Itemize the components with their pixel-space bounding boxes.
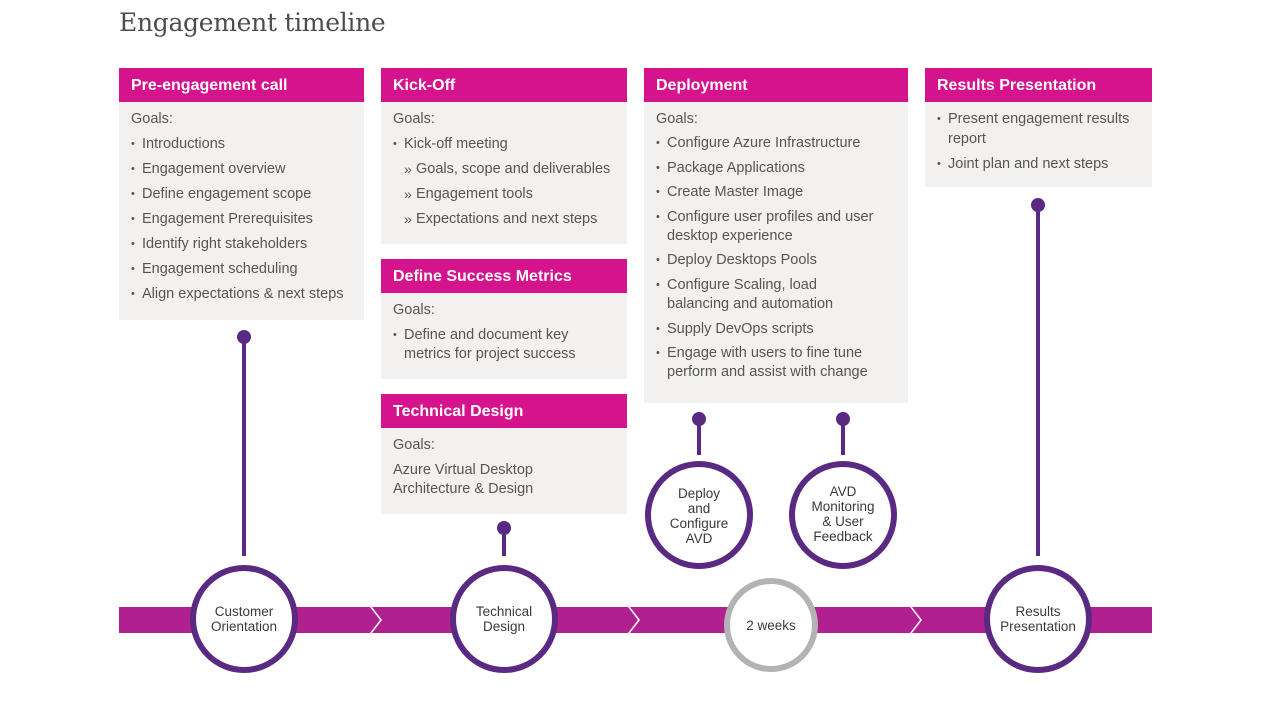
- list-item: Configure user profiles and user desktop…: [656, 208, 896, 246]
- sub-list-item: Engagement tools: [393, 185, 615, 205]
- sub-list-item: Expectations and next steps: [393, 210, 615, 230]
- goals-label: Goals:: [393, 302, 435, 318]
- list-item: Joint plan and next steps: [937, 155, 1140, 175]
- list-item: Configure Azure Infrastructure: [656, 134, 896, 153]
- node-label: Results: [1015, 604, 1060, 619]
- node-label: and: [688, 501, 711, 516]
- node-label: Deploy: [678, 486, 720, 501]
- list-item: Define and document key metrics for proj…: [393, 326, 615, 365]
- card-header-pre-engagement: Pre-engagement call: [119, 68, 364, 102]
- timeline-node-results-presentation: Results Presentation: [984, 565, 1092, 673]
- list-item: Define engagement scope: [131, 185, 352, 205]
- card-deployment: Deployment Goals: Configure Azure Infras…: [644, 68, 908, 403]
- list-item: Configure Scaling, load balancing and au…: [656, 276, 896, 314]
- timeline-band: [119, 607, 1152, 633]
- goals-label: Goals:: [656, 111, 698, 127]
- list-item: Create Master Image: [656, 183, 896, 202]
- deploy-node-monitoring-feedback: AVD Monitoring & User Feedback: [789, 461, 897, 569]
- node-label: Presentation: [1000, 619, 1076, 634]
- sub-list-item: Goals, scope and deliverables: [393, 160, 615, 180]
- list-item: Align expectations & next steps: [131, 285, 352, 305]
- timeline-node-technical-design: Technical Design: [450, 565, 558, 673]
- goals-label: Goals:: [393, 111, 435, 127]
- node-label: Monitoring: [811, 499, 874, 514]
- connector-dot: [497, 521, 511, 535]
- timeline-node-customer-orientation: Customer Orientation: [190, 565, 298, 673]
- card-success-metrics: Define Success Metrics Goals: Define and…: [381, 259, 627, 379]
- deploy-node-deploy-configure: Deploy and Configure AVD: [645, 461, 753, 569]
- connector-dot: [237, 330, 251, 344]
- list-item: Engagement overview: [131, 160, 352, 180]
- list-item: Introductions: [131, 135, 352, 155]
- list-item: Engagement Prerequisites: [131, 210, 352, 230]
- connector-dot: [836, 412, 850, 426]
- card-technical-design: Technical Design Goals: Azure Virtual De…: [381, 394, 627, 514]
- list-item: Kick-off meeting: [393, 135, 615, 155]
- card-header-deployment: Deployment: [644, 68, 908, 102]
- node-label: Customer: [215, 604, 274, 619]
- node-label: Configure: [670, 516, 729, 531]
- node-label: Orientation: [211, 619, 277, 634]
- node-label: AVD: [686, 531, 713, 546]
- connectors: [237, 198, 1045, 556]
- card-kickoff: Kick-Off Goals: Kick-off meeting Goals, …: [381, 68, 627, 244]
- goals-label: Goals:: [393, 437, 435, 453]
- list-item: Present engagement results report: [937, 110, 1140, 149]
- card-pre-engagement: Pre-engagement call Goals: Introductions…: [119, 68, 364, 320]
- card-header-success-metrics: Define Success Metrics: [381, 259, 627, 293]
- list-item: Engagement scheduling: [131, 260, 352, 280]
- card-results-presentation: Results Presentation Present engagement …: [925, 68, 1152, 187]
- connector-dot: [692, 412, 706, 426]
- card-header-kickoff: Kick-Off: [381, 68, 627, 102]
- card-header-results-presentation: Results Presentation: [925, 68, 1152, 102]
- node-label: Technical: [476, 604, 532, 619]
- list-item: Supply DevOps scripts: [656, 320, 896, 339]
- card-header-technical-design: Technical Design: [381, 394, 627, 428]
- node-label: AVD: [830, 484, 857, 499]
- connector-dot: [1031, 198, 1045, 212]
- page-title: Engagement timeline: [119, 8, 386, 37]
- list-item: Package Applications: [656, 159, 896, 178]
- node-label: Feedback: [813, 529, 873, 544]
- node-label: & User: [822, 514, 864, 529]
- node-label: Design: [483, 619, 525, 634]
- goals-label: Goals:: [131, 111, 173, 127]
- list-item: Deploy Desktops Pools: [656, 251, 896, 270]
- list-item: Engage with users to fine tune perform a…: [656, 344, 896, 382]
- technical-design-text: Azure Virtual Desktop Architecture & Des…: [393, 461, 534, 498]
- list-item: Identify right stakeholders: [131, 235, 352, 255]
- timeline-node-two-weeks: 2 weeks: [724, 578, 818, 672]
- node-label: 2 weeks: [746, 618, 796, 633]
